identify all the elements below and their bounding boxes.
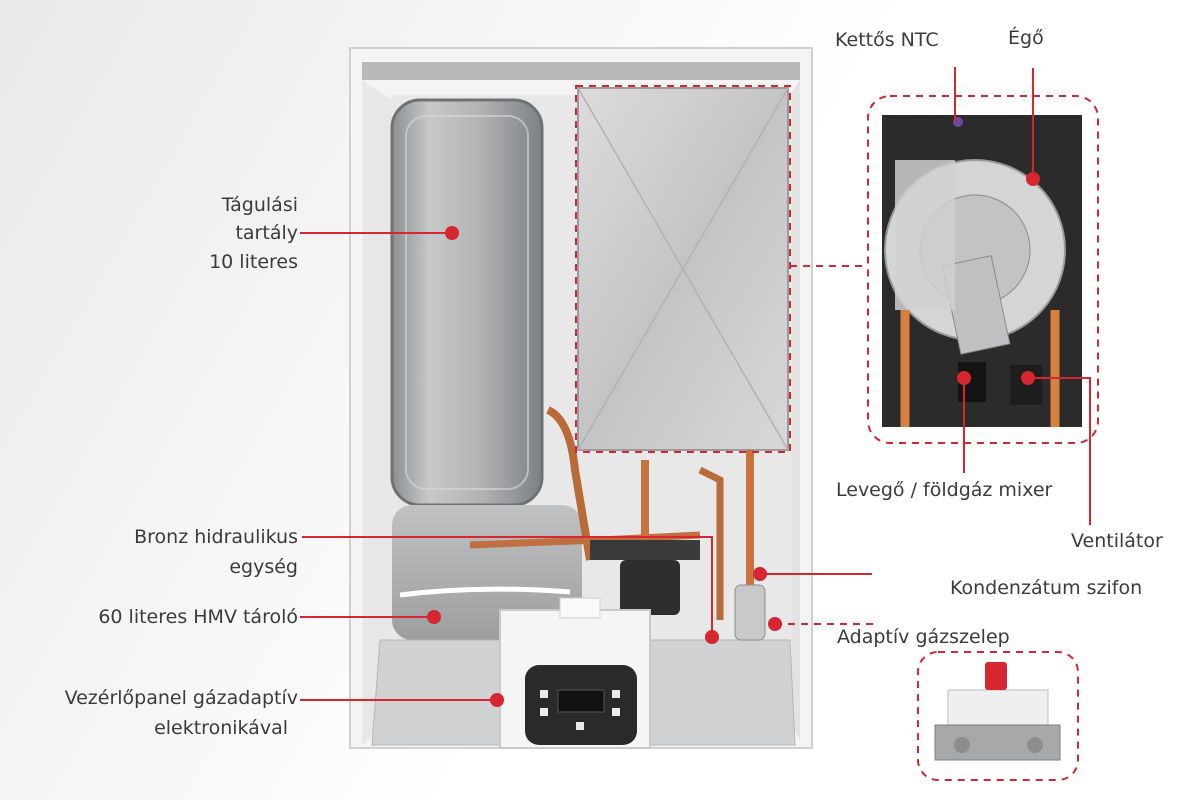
gas-valve-illustration: [917, 651, 1079, 781]
label-adaptive-gas-valve: Adaptív gázszelep: [837, 626, 1010, 648]
burner-fan-illustration: [867, 95, 1099, 444]
label-dual-ntc: Kettős NTC: [835, 29, 939, 51]
heat-exchanger-outline: [575, 85, 791, 453]
label-control-panel-line2: elektronikával: [154, 717, 288, 739]
label-air-gas-mixer: Levegő / földgáz mixer: [836, 479, 1053, 501]
label-bronze-line1: Bronz hidraulikus: [134, 526, 298, 548]
callout-lines: [300, 67, 1091, 707]
label-expansion-line1: Tágulási: [221, 194, 298, 216]
label-expansion-line2: tartály: [235, 222, 298, 244]
boiler-illustration: [349, 47, 813, 749]
label-burner: Égő: [1008, 27, 1044, 49]
label-control-panel-line1: Vezérlőpanel gázadaptív: [64, 687, 298, 709]
label-condensate-siphon: Kondenzátum szifon: [950, 577, 1143, 599]
label-hmv-tank: 60 literes HMV tároló: [98, 606, 298, 628]
label-bronze-line2: egység: [229, 556, 298, 578]
label-fan: Ventilátor: [1071, 530, 1163, 552]
label-expansion-line3: 10 literes: [209, 251, 298, 273]
